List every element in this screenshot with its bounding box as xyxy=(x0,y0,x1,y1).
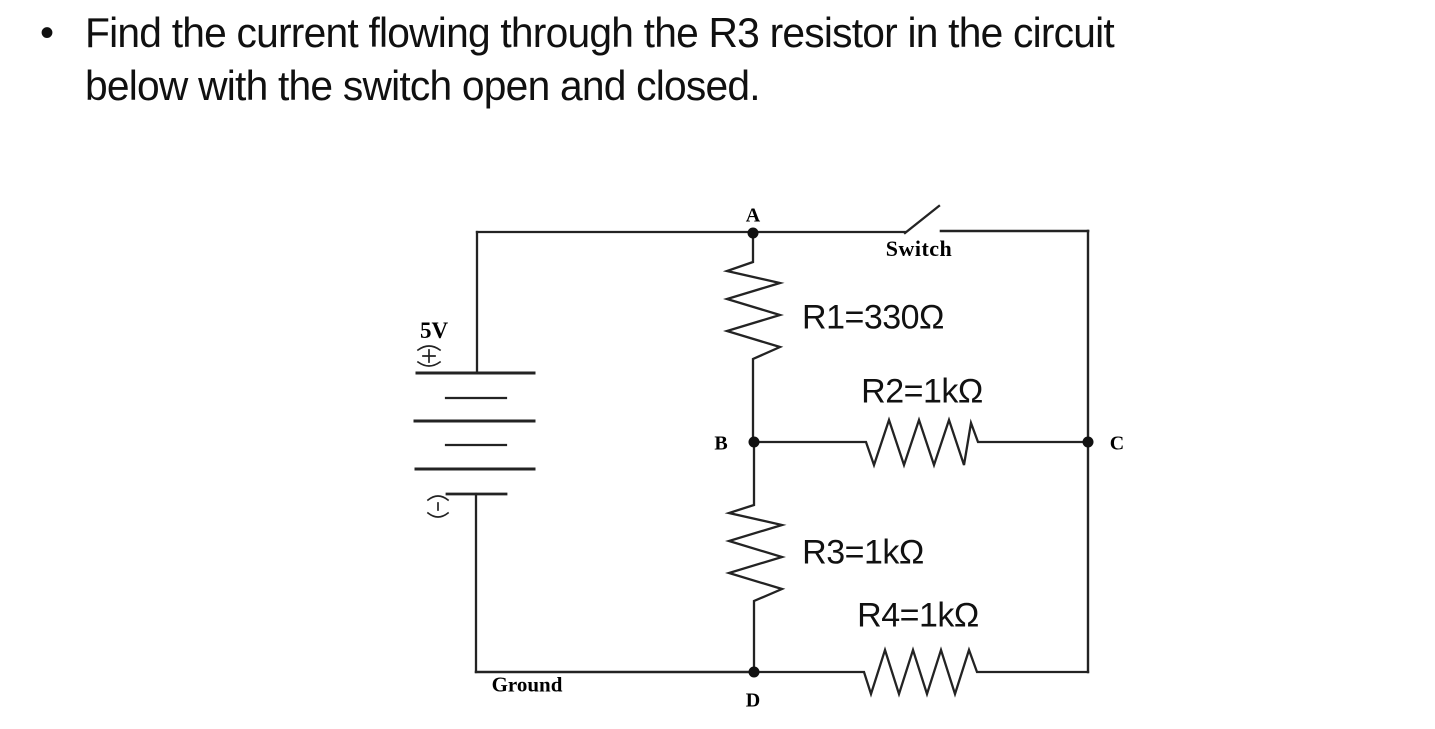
node-b-label: B xyxy=(714,432,728,455)
negative-terminal-bottom-arc xyxy=(426,511,450,518)
node-a-dot xyxy=(747,227,759,239)
positive-terminal-bottom-arc xyxy=(416,360,442,367)
negative-terminal-icon xyxy=(426,495,450,518)
positive-terminal-icon xyxy=(416,345,442,367)
node-c-label: C xyxy=(1109,432,1125,455)
battery-icon xyxy=(413,371,536,496)
resistor-r4-label: R4=1kΩ xyxy=(848,594,988,638)
negative-terminal-top-arc xyxy=(426,495,450,502)
switch-label: Switch xyxy=(885,236,953,261)
plus-sign xyxy=(422,349,436,363)
title-line-1: Find the current flowing through the R3 … xyxy=(85,9,1115,56)
switch-blade xyxy=(903,204,941,235)
positive-terminal-top-arc xyxy=(416,345,442,352)
resistor-r1-label: R1=330Ω xyxy=(793,296,953,340)
title-bullet: • xyxy=(40,11,55,55)
battery-voltage-label: 5V xyxy=(419,318,449,343)
resistor-r3-zigzag xyxy=(724,440,787,674)
resistor-r3-label: R3=1kΩ xyxy=(793,531,933,575)
resistor-r2-label: R2=1kΩ xyxy=(852,370,992,414)
resistor-r4-zigzag xyxy=(752,646,1090,698)
node-b-dot xyxy=(748,436,760,448)
resistor-r2-zigzag xyxy=(752,416,1090,469)
page-title: Find the current flowing through the R3 … xyxy=(85,6,1385,112)
node-c-dot xyxy=(1082,436,1094,448)
node-d-label: D xyxy=(745,689,761,712)
title-line-2: below with the switch open and closed. xyxy=(85,62,761,109)
ground-label: Ground xyxy=(491,672,563,697)
node-d-dot xyxy=(748,666,760,678)
node-a-label: A xyxy=(745,204,761,227)
resistor-r1-zigzag xyxy=(722,231,785,444)
